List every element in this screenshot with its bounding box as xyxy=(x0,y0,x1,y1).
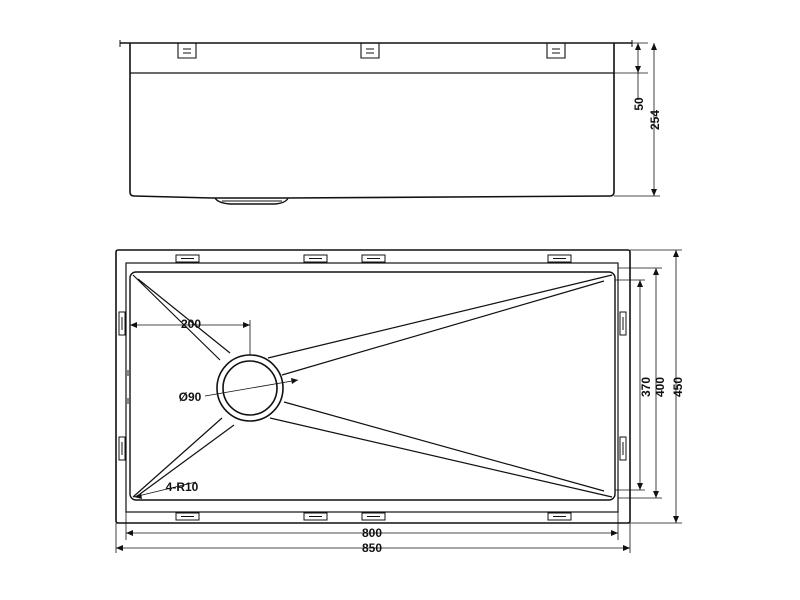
dim-outer-width: 850 xyxy=(115,523,631,555)
side-clip-3 xyxy=(546,43,566,59)
side-clip-2 xyxy=(360,43,380,59)
dim-corner-radius: 4-R10 xyxy=(133,480,199,499)
side-body-outline xyxy=(129,43,615,199)
dim-diameter-label: Ø90 xyxy=(179,390,202,404)
side-clip-1 xyxy=(177,43,197,59)
dim-drain-diameter: Ø90 xyxy=(179,378,299,404)
dim-450-label: 450 xyxy=(671,377,685,397)
dim-200-label: 200 xyxy=(181,317,201,331)
dim-side-50: 50 xyxy=(614,42,648,111)
top-view: 200 Ø90 4-R10 800 850 xyxy=(115,249,685,555)
dim-depth-450: 450 xyxy=(630,249,685,524)
dim-radius-label: 4-R10 xyxy=(166,480,199,494)
dim-850-label: 850 xyxy=(362,541,382,555)
top-clips-top-row xyxy=(175,254,572,263)
side-view: 50 254 xyxy=(119,40,662,205)
dim-drain-offset: 200 xyxy=(130,317,251,355)
dim-50-label: 50 xyxy=(632,97,646,111)
dim-side-254: 254 xyxy=(614,43,662,197)
drain-inner-ring xyxy=(222,360,278,416)
bowl-outline xyxy=(129,271,616,501)
dim-inner-width: 800 xyxy=(125,512,619,540)
dim-370-label: 370 xyxy=(639,377,653,397)
top-clips-bottom-row xyxy=(175,512,572,521)
dim-800-label: 800 xyxy=(362,526,382,540)
outer-flange xyxy=(115,249,631,524)
top-clips-sides xyxy=(118,311,627,461)
inner-frame xyxy=(125,262,619,513)
dim-depth-370: 370 xyxy=(615,279,653,491)
side-drain-outlet xyxy=(214,197,289,205)
dim-254-label: 254 xyxy=(648,110,662,130)
dim-depth-400: 400 xyxy=(618,267,667,499)
bowl-slope-lines xyxy=(132,274,613,498)
dim-400-label: 400 xyxy=(653,377,667,397)
